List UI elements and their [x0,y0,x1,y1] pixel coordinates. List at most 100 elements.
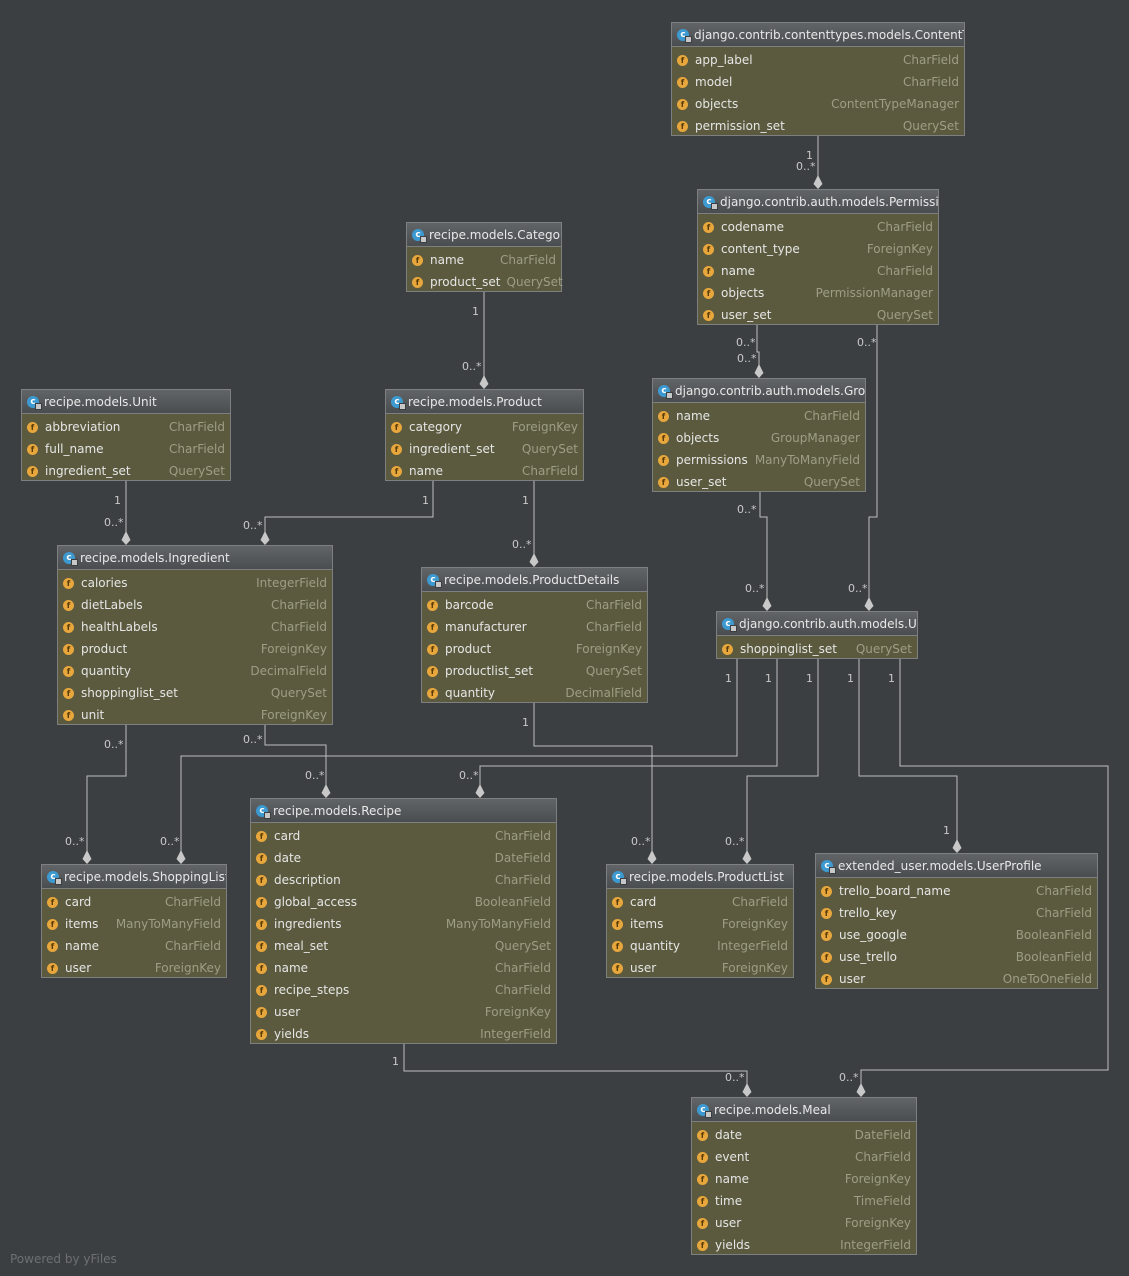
relationship-line-permission-user[interactable] [868,325,878,602]
field-name: product [445,642,492,656]
composition-diamond-marker [82,850,92,864]
relationship-line-ingredient-shoppinglist[interactable] [86,725,127,855]
relationship-line-product-ingredient[interactable] [264,481,434,536]
relationship-line-user-userprofile[interactable] [858,659,958,844]
class-title: recipe.models.Product [408,394,542,409]
field-icon: f [703,287,714,299]
relationship-line-user-shoppinglist[interactable] [180,659,738,855]
relationship-line-user-productlist[interactable] [746,659,819,855]
field-icon: f [821,951,832,963]
multiplicity-label-source: 1 [806,672,813,685]
relationship-line-user-recipe[interactable] [479,659,778,789]
field-type: ForeignKey [866,242,933,256]
field-icon: f [722,643,733,655]
relationship-line-productdetails-productlist[interactable] [533,703,653,855]
relationship-line-recipe-meal[interactable] [403,1044,748,1088]
relationship-line-group-user[interactable] [759,492,768,602]
relationship-line-permission-group[interactable] [756,325,760,369]
relationship-line-ingredient-recipe[interactable] [264,725,327,789]
relationship-line-user-meal[interactable] [860,659,1109,1088]
field-icon: f [27,443,38,455]
field-icon: f [427,621,438,633]
